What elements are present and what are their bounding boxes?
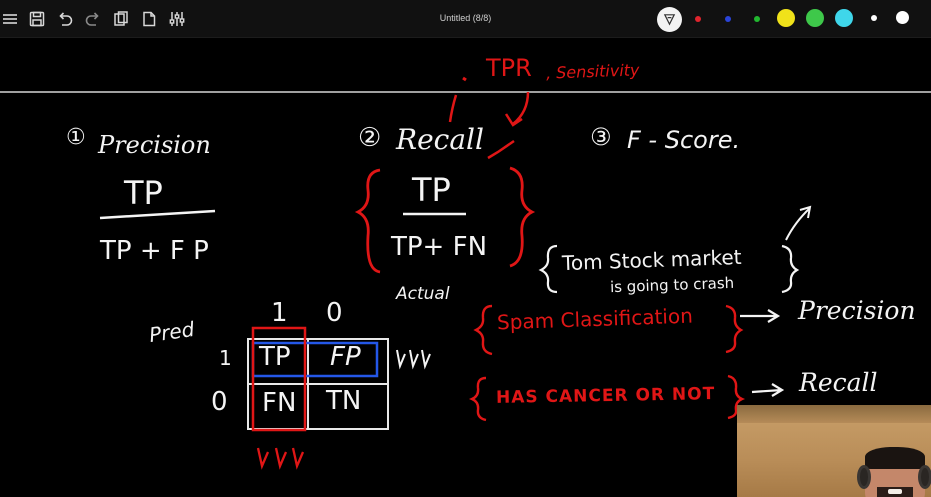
tpr-dot	[462, 76, 467, 82]
redo-icon[interactable]	[83, 9, 103, 29]
color-white-swatch[interactable]	[896, 11, 909, 24]
precision-fraction-bar	[99, 209, 216, 220]
settings-sliders-icon[interactable]	[167, 9, 187, 29]
sensitivity-label: , Sensitivity	[545, 60, 640, 83]
webcam-video	[737, 405, 931, 497]
menu-icon[interactable]	[0, 9, 20, 29]
undo-icon[interactable]	[55, 9, 75, 29]
pen-icon[interactable]	[657, 7, 682, 32]
recall-tick-mark	[487, 139, 515, 160]
recall-left-brace	[354, 168, 381, 274]
spam-right-brace	[725, 304, 744, 354]
precision-numerator: TP	[124, 174, 163, 212]
tpr-down-arrow	[504, 91, 530, 127]
whiteboard-canvas[interactable]: TPR , Sensitivity ① Precision TP TP + F …	[0, 38, 931, 497]
spam-example-label: Spam Classification	[496, 303, 694, 335]
toolbar: Untitled (8/8)	[0, 0, 931, 38]
color-red-swatch[interactable]	[695, 16, 701, 22]
precision-denominator: TP + F P	[100, 236, 209, 266]
cancer-arrow-right	[751, 383, 785, 397]
recall-denominator: TP+ FN	[391, 232, 488, 262]
recall-number: ②	[358, 123, 382, 153]
precision-number: ①	[66, 125, 86, 150]
spam-left-brace	[473, 304, 493, 356]
color-blue-swatch[interactable]	[725, 16, 731, 22]
confusion-matrix-grid	[247, 338, 389, 430]
new-page-icon[interactable]	[139, 9, 159, 29]
column-header-negative: 0	[326, 298, 343, 328]
color-cyan-swatch[interactable]	[835, 9, 853, 27]
recall-result-label: Recall	[799, 368, 878, 397]
precision-result-label: Precision	[798, 296, 916, 325]
save-icon[interactable]	[27, 9, 47, 29]
stock-arrow-up	[785, 205, 812, 241]
cell-false-positive: FP	[330, 342, 361, 372]
stock-example-line2: is going to crash	[609, 273, 735, 297]
tpr-left-tick	[448, 94, 458, 123]
fscore-number: ③	[590, 123, 612, 151]
stock-example-line1: Tom Stock market	[561, 244, 742, 276]
color-white-small-swatch[interactable]	[871, 15, 877, 21]
cell-true-negative: TN	[326, 386, 362, 416]
cell-false-negative: FN	[262, 388, 297, 418]
color-green-swatch[interactable]	[754, 16, 760, 22]
tpr-label: TPR	[486, 54, 532, 82]
document-title: Untitled (8/8)	[439, 13, 492, 23]
red-down-arrows	[256, 447, 305, 470]
cell-true-positive: TP	[259, 342, 291, 372]
pred-label: Pred	[147, 316, 196, 348]
color-yellow-swatch[interactable]	[777, 9, 795, 27]
actual-label: Actual	[396, 284, 450, 304]
recall-right-brace	[509, 166, 536, 268]
spam-arrow-right	[740, 309, 781, 323]
white-down-arrows	[396, 349, 431, 370]
stock-left-brace	[538, 244, 558, 294]
stock-right-brace	[781, 244, 800, 294]
precision-title: Precision	[98, 131, 211, 159]
cancer-left-brace	[468, 376, 487, 422]
row-header-negative: 0	[211, 387, 228, 417]
clipboard-icon[interactable]	[111, 9, 131, 29]
cancer-right-brace	[727, 374, 746, 420]
fscore-title: F - Score.	[627, 126, 741, 154]
recall-title: Recall	[396, 123, 484, 156]
row-header-positive: 1	[219, 346, 232, 370]
cancer-example-label: HAS CANCER OR NOT	[495, 384, 716, 408]
recall-numerator: TP	[412, 171, 451, 209]
ink-strokes	[0, 76, 931, 470]
column-header-positive: 1	[271, 298, 288, 328]
actual-positive-column-box	[251, 326, 307, 432]
color-lightgreen-swatch[interactable]	[806, 9, 824, 27]
